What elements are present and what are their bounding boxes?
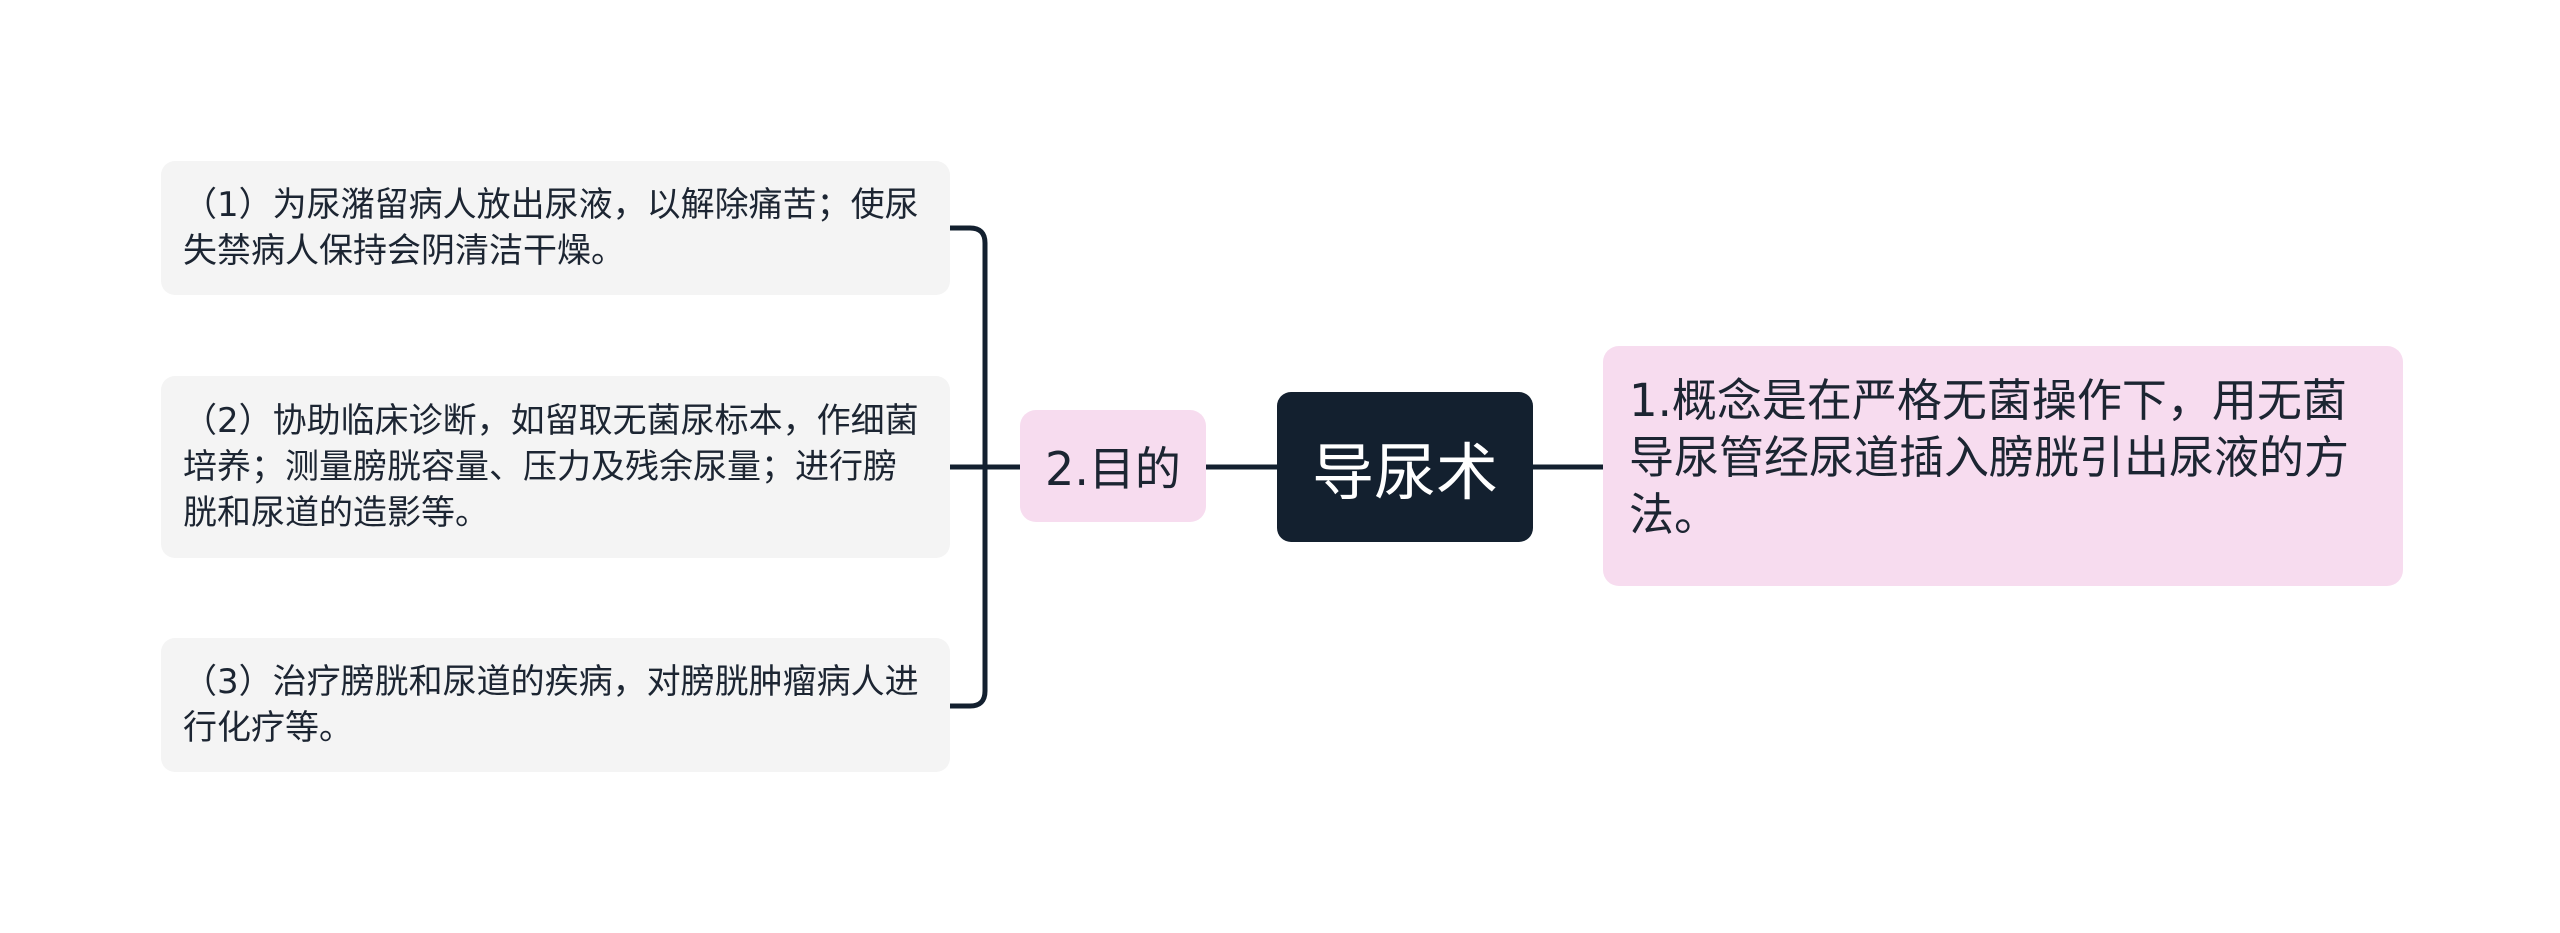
- purpose-item-1-text: （1）为尿潴留病人放出尿液，以解除痛苦；使尿失禁病人保持会阴清洁干燥。: [183, 185, 919, 271]
- concept-node[interactable]: 1.概念是在严格无菌操作下，用无菌导尿管经尿道插入膀胱引出尿液的方法。: [1603, 346, 2403, 586]
- purpose-item-3[interactable]: （3）治疗膀胱和尿道的疾病，对膀胱肿瘤病人进行化疗等。: [161, 638, 950, 772]
- root-node[interactable]: 导尿术: [1277, 392, 1533, 542]
- purpose-item-3-text: （3）治疗膀胱和尿道的疾病，对膀胱肿瘤病人进行化疗等。: [183, 662, 919, 748]
- purpose-item-1[interactable]: （1）为尿潴留病人放出尿液，以解除痛苦；使尿失禁病人保持会阴清洁干燥。: [161, 161, 950, 295]
- root-label: 导尿术: [1311, 436, 1498, 509]
- purpose-node[interactable]: 2.目的: [1020, 410, 1206, 522]
- purpose-item-2[interactable]: （2）协助临床诊断，如留取无菌尿标本，作细菌培养；测量膀胱容量、压力及残余尿量；…: [161, 376, 950, 558]
- concept-text: 1.概念是在严格无菌操作下，用无菌导尿管经尿道插入膀胱引出尿液的方法。: [1629, 374, 2350, 541]
- purpose-label: 2.目的: [1045, 442, 1181, 496]
- purpose-item-2-text: （2）协助临床诊断，如留取无菌尿标本，作细菌培养；测量膀胱容量、压力及残余尿量；…: [183, 401, 919, 533]
